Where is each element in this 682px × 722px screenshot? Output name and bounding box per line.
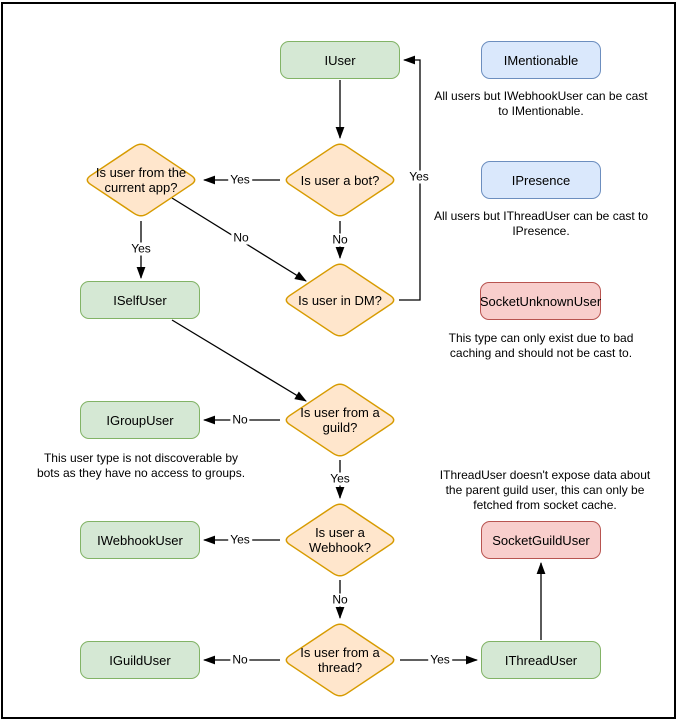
edge-guild-to-igroupuser-label: No [230,412,250,427]
note-imentionable: All users but IWebhookUser can be cast t… [434,89,648,118]
node-iselfuser-label: ISelfUser [113,292,167,308]
decision-is-user-from-guild: Is user from a guild? [282,381,398,459]
edge-guild-to-webhook-label: Yes [328,471,352,486]
edge-iselfuser-to-guild [171,319,307,402]
note-ipresence: All users but IThreadUser can be cast to… [433,209,649,238]
edge-webhook-to-iwebhookuser-label: Yes [228,532,252,547]
diamond-shape [285,263,395,337]
diamond-shape [285,383,395,457]
node-iwebhookuser-label: IWebhookUser [97,532,183,548]
node-igroupuser-label: IGroupUser [106,412,174,428]
node-ithreaduser: IThreadUser [481,641,601,679]
diamond-shape [86,143,196,217]
node-iselfuser: ISelfUser [80,281,200,319]
note-socketunknownuser: This type can only exist due to bad cach… [448,331,634,360]
edge-dm-to-iuser-label: Yes [407,169,431,184]
edge-webhook-to-thread-label: No [330,592,350,607]
node-imentionable-label: IMentionable [503,52,579,68]
decision-is-user-from-current-app-label: Is user from the current app? [95,165,187,195]
node-socketunknownuser-label: SocketUnknownUser [479,293,602,309]
decision-is-user-from-thread: Is user from a thread? [282,621,398,699]
decision-is-user-in-dm-label: Is user in DM? [298,292,382,308]
edge-thread-to-iguilduser-label: No [230,652,250,667]
node-iwebhookuser: IWebhookUser [80,521,200,559]
decision-is-user-a-webhook: Is user a Webhook? [282,501,398,579]
edge-thread-to-ithreaduser-label: Yes [428,652,452,667]
diamond-shape [285,143,395,217]
decision-is-user-from-current-app: Is user from the current app? [83,141,199,219]
note-ithreaduser: IThreadUser doesn't expose data about th… [439,468,651,512]
node-ipresence-label: IPresence [511,172,571,188]
edge-currentapp-to-dm-label: No [231,230,251,245]
edge-currentapp-to-iselfuser-label: Yes [129,241,153,256]
node-ithreaduser-label: IThreadUser [504,652,578,668]
decision-is-user-from-thread-label: Is user from a thread? [300,645,380,675]
node-socketguilduser: SocketGuildUser [481,521,601,559]
node-igroupuser: IGroupUser [80,401,200,439]
node-socketguilduser-label: SocketGuildUser [492,532,590,548]
diamond-shape [285,623,395,697]
decision-is-user-a-bot-label: Is user a bot? [300,172,380,188]
edge-bot-to-dm-label: No [330,232,350,247]
note-igroupuser: This user type is not discoverable by bo… [36,451,246,480]
node-iuser-label: IUser [324,52,356,68]
decision-is-user-from-guild-label: Is user from a guild? [300,405,380,435]
decision-is-user-in-dm: Is user in DM? [282,261,398,339]
node-socketunknownuser: SocketUnknownUser [480,282,601,320]
node-iguilduser: IGuildUser [80,641,200,679]
node-ipresence: IPresence [481,161,601,199]
diamond-shape [285,503,395,577]
node-iuser: IUser [280,41,400,79]
decision-is-user-a-bot: Is user a bot? [282,141,398,219]
node-iguilduser-label: IGuildUser [109,652,171,668]
edge-bot-to-currentapp-label: Yes [228,172,252,187]
node-imentionable: IMentionable [481,41,601,79]
decision-is-user-a-webhook-label: Is user a Webhook? [309,525,371,555]
